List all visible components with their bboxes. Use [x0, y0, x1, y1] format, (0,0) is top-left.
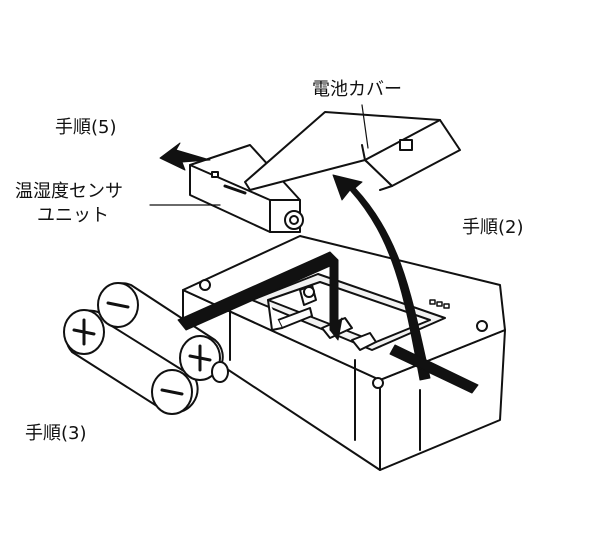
step5-label: 手順(5)	[55, 117, 117, 138]
sensor-unit-label-line1: 温湿度センサ	[15, 181, 123, 202]
battery-1	[63, 309, 199, 415]
battery-cover-label: 電池カバー	[312, 79, 402, 100]
battery-cover	[244, 111, 461, 191]
screw-hole	[199, 279, 211, 291]
battery-compartment	[251, 273, 446, 351]
screw-hole	[372, 377, 384, 389]
screw-hole	[476, 320, 488, 332]
leader-lines	[149, 104, 369, 206]
battery-2	[97, 282, 229, 383]
sensor-unit-label-line2: ユニット	[37, 205, 109, 226]
arrow-left-icon	[159, 142, 211, 171]
step2-label: 手順(2)	[462, 217, 524, 238]
device-body	[182, 235, 506, 471]
vent-slots	[429, 299, 450, 309]
step3-label: 手順(3)	[25, 423, 87, 444]
removal-arrows	[159, 142, 479, 394]
